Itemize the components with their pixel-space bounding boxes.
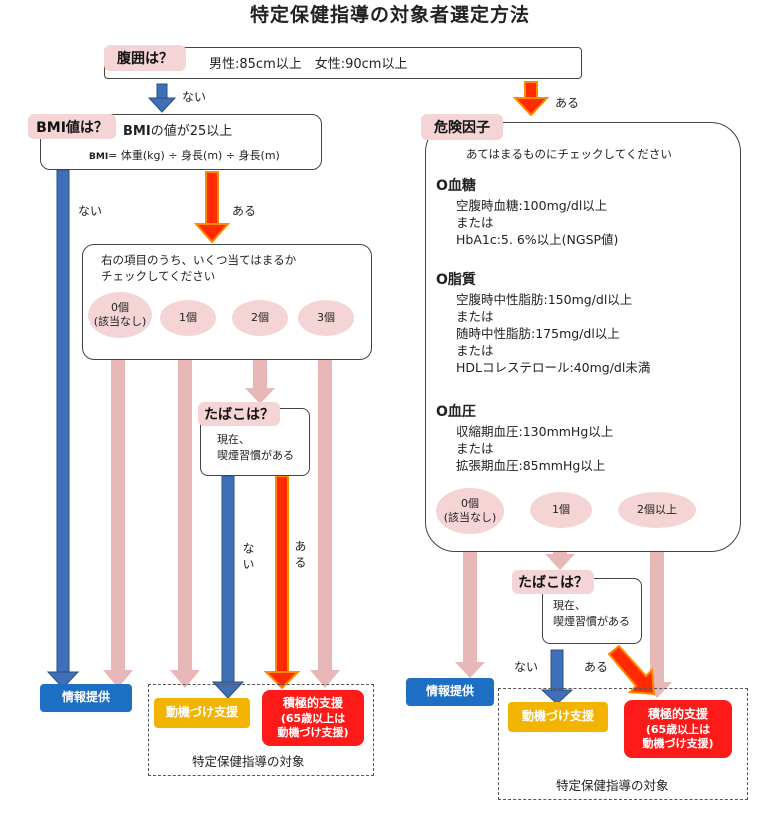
smoking-left-question: たばこは？ [198, 402, 280, 426]
left-check-prompt-1: 右の項目のうち、いくつ当てはまるか [101, 253, 297, 267]
left-target-group [148, 684, 374, 776]
bmi-formula: BMI= 体重(kg) ÷ 身長(m) ÷ 身長(m) [89, 149, 280, 164]
right-motivation-outcome: 動機づけ支援 [508, 702, 608, 732]
risk-header: 危険因子 [421, 114, 503, 140]
bmi-criteria-prefix: BMI [123, 124, 151, 139]
left-option-0-note: (該当なし) [93, 315, 147, 328]
right-active-line3: 動機づけ支援) [642, 736, 714, 750]
risk-section-glucose-title: O血糖 [436, 178, 476, 194]
risk-box: あてはまるものにチェックしてください O血糖 空腹時血糖:100mg/dl以上 … [425, 122, 741, 552]
risk-glucose-line2: または [456, 215, 494, 230]
left-option-2[interactable]: 2個 [232, 300, 288, 336]
smoking-left-line2: 喫煙習慣がある [217, 449, 294, 462]
waist-no-label: ない [182, 90, 207, 104]
arrow-waist-to-risk [512, 81, 550, 117]
smoking-left-line1: 現在、 [217, 433, 250, 446]
smoking-left-yes-label: ある [293, 540, 307, 572]
left-check-prompt-2: チェックしてください [101, 269, 216, 283]
left-option-3[interactable]: 3個 [298, 300, 354, 336]
bmi-box: BMIの値が25以上 BMI= 体重(kg) ÷ 身長(m) ÷ 身長(m) [40, 114, 322, 170]
risk-bp-line3: 拡張期血圧:85mmHg以上 [456, 458, 606, 473]
risk-lipid-line3: 随時中性脂肪:175mg/dl以上 [456, 326, 620, 341]
arrow-bmi-no-to-info [46, 169, 80, 689]
risk-option-0[interactable]: 0個 (該当なし) [436, 488, 504, 534]
risk-lipid-line1: 空腹時中性脂肪:150mg/dl以上 [456, 292, 633, 307]
arrow-0-to-info [103, 330, 133, 688]
left-target-caption: 特定保健指導の対象 [192, 754, 305, 769]
left-info-outcome: 情報提供 [40, 684, 132, 712]
bmi-criteria-suffix: の値が25以上 [150, 124, 233, 139]
smoking-right-line1: 現在、 [553, 599, 586, 612]
risk-lipid-line5: HDLコレステロール:40mg/dl未満 [456, 360, 651, 375]
smoking-left-no-label: ない [241, 542, 255, 574]
right-active-outcome: 積極的支援 (65歳以上は 動機づけ支援) [624, 700, 732, 758]
risk-bp-line1: 収縮期血圧:130mmHg以上 [456, 424, 614, 439]
arrow-bmi-yes-to-check [193, 171, 231, 244]
risk-glucose-line3: HbA1c:5. 6%以上(NGSP値) [456, 232, 619, 247]
risk-option-0-count: 0個 [461, 497, 479, 511]
bmi-formula-text: = 体重(kg) ÷ 身長(m) ÷ 身長(m) [108, 149, 280, 162]
bmi-criteria: BMIの値が25以上 [123, 124, 232, 141]
risk-glucose-line1: 空腹時血糖:100mg/dl以上 [456, 198, 608, 213]
arrow-right-smoking-yes [607, 644, 656, 696]
bmi-formula-prefix: BMI [89, 152, 109, 162]
arrow-smoking-no-to-motivation [211, 475, 245, 699]
left-active-line1: 積極的支援 [282, 695, 343, 710]
page-title: 特定保健指導の対象者選定方法 [249, 4, 530, 26]
bmi-question: BMI値は？ [28, 114, 116, 139]
arrow-3-to-active [310, 330, 340, 688]
right-active-line1: 積極的支援 [647, 706, 708, 721]
bmi-yes-label: ある [232, 204, 257, 218]
arrow-right-smoking-no [540, 649, 574, 705]
smoking-right-no-label: ない [514, 660, 539, 674]
arrow-waist-to-bmi [147, 83, 177, 113]
smoking-right-line2: 喫煙習慣がある [553, 615, 630, 628]
risk-section-bp-title: O血圧 [436, 404, 476, 420]
left-option-1[interactable]: 1個 [160, 300, 216, 336]
bmi-no-label: ない [78, 204, 103, 218]
right-active-line2: (65歳以上は [645, 722, 711, 736]
waist-yes-label: ある [555, 96, 580, 110]
right-info-outcome: 情報提供 [406, 678, 494, 706]
left-active-line2: (65歳以上は [280, 711, 346, 725]
risk-lipid-line4: または [456, 343, 494, 358]
risk-option-2plus[interactable]: 2個以上 [618, 492, 696, 528]
arrow-1-to-motivation [170, 330, 200, 688]
left-active-outcome: 積極的支援 (65歳以上は 動機づけ支援) [262, 690, 364, 746]
left-option-0[interactable]: 0個 (該当なし) [88, 292, 152, 338]
waist-question: 腹囲は？ [104, 45, 186, 71]
risk-instruction: あてはまるものにチェックしてください [466, 147, 672, 161]
smoking-right-yes-label: ある [584, 660, 609, 674]
risk-lipid-line2: または [456, 309, 494, 324]
left-motivation-outcome: 動機づけ支援 [154, 698, 250, 728]
left-option-0-count: 0個 [111, 301, 129, 315]
waist-criteria: 男性:85cm以上 女性:90cm以上 [209, 57, 408, 72]
risk-bp-line2: または [456, 441, 494, 456]
risk-section-lipid-title: O脂質 [436, 272, 476, 288]
arrow-smoking-yes-to-active [263, 475, 301, 690]
left-active-line3: 動機づけ支援) [277, 725, 349, 739]
right-target-caption: 特定保健指導の対象 [556, 778, 669, 793]
right-target-group [498, 688, 748, 800]
risk-option-1[interactable]: 1個 [530, 492, 592, 528]
smoking-right-question: たばこは？ [512, 570, 594, 594]
arrow-risk-0-to-info [455, 522, 485, 678]
risk-option-0-note: (該当なし) [443, 511, 497, 524]
